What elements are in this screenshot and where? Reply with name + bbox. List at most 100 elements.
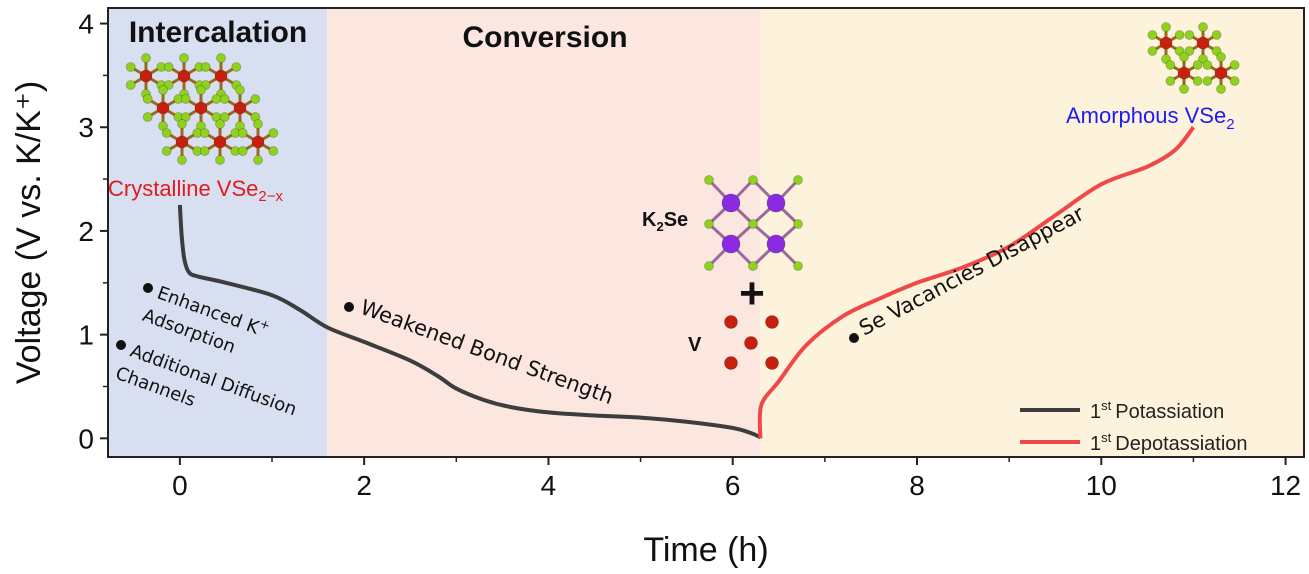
amorphous-unit-se-atom [1161, 22, 1171, 32]
crystalline-unit-v-atom [156, 101, 170, 115]
crystalline-unit-se-atom [219, 94, 230, 104]
k2se-se-atom [704, 261, 714, 271]
x-tick-label: 2 [356, 470, 372, 501]
crystalline-unit-se-atom [180, 94, 191, 104]
crystalline-unit-se-atom [161, 146, 172, 156]
crystalline-unit-se-atom [163, 62, 174, 72]
crystalline-unit-se-atom [253, 119, 263, 129]
crystalline-unit-se-atom [199, 146, 210, 156]
k2se-se-atom [748, 261, 758, 271]
crystalline-unit-se-atom [179, 53, 189, 63]
region-backgrounds [108, 8, 1304, 457]
k2se-label: K2Se [642, 209, 688, 234]
crystalline-unit-v-atom [194, 101, 208, 115]
bullet-additional [116, 340, 126, 350]
x-tick-label: 4 [541, 470, 557, 501]
v-metal-atom [724, 356, 738, 370]
crystalline-unit-se-atom [231, 62, 242, 72]
crystalline-unit-se-atom [199, 128, 210, 138]
k2se-se-atom [793, 175, 803, 185]
crystalline-unit-se-atom [235, 85, 245, 95]
amorphous-unit-se-atom [1192, 76, 1203, 86]
k2se-se-atom [793, 219, 803, 229]
amorphous-unit-se-atom [1202, 60, 1213, 70]
y-tick-label: 2 [78, 216, 94, 247]
amorphous-unit-se-atom [1179, 84, 1189, 94]
series-line-1 [757, 125, 1196, 439]
crystalline-unit-v-atom [214, 69, 228, 83]
crystalline-unit-se-atom [177, 119, 187, 129]
k2se-k-atom [766, 234, 786, 254]
k2se-se-atom [704, 219, 714, 229]
x-axis-label: Time (h) [643, 531, 768, 569]
crystal-structure-illustrations [125, 22, 1240, 370]
crystalline-unit-se-atom [211, 94, 222, 104]
crystalline-unit-se-atom [216, 53, 226, 63]
bullet-weakened [344, 302, 354, 312]
amorphous-unit-se-atom [1202, 76, 1213, 86]
amorphous-unit-se-atom [1229, 76, 1240, 86]
crystalline-unit-se-atom [215, 155, 225, 165]
amorphous-unit-se-atom [1192, 60, 1203, 70]
amorphous-unit-se-atom [1198, 22, 1208, 32]
amorphous-unit-se-atom [1165, 60, 1176, 70]
bullet-enhanced [143, 283, 153, 293]
region-title-intercalation: Intercalation [129, 16, 307, 49]
x-tick-label: 12 [1270, 470, 1301, 501]
crystalline-unit-se-atom [237, 146, 248, 156]
crystalline-unit-se-atom [125, 62, 136, 72]
y-tick-label: 1 [78, 320, 94, 351]
crystalline-unit-v-atom [139, 69, 153, 83]
region-title-conversion: Conversion [462, 21, 627, 54]
amorphous-unit-se-atom [1216, 84, 1226, 94]
amorphous-unit-se-atom [1229, 60, 1240, 70]
crystalline-unit-v-atom [175, 135, 189, 149]
crystalline-unit-v-atom [233, 101, 247, 115]
v-label: V [688, 334, 702, 356]
crystalline-unit-se-atom [253, 155, 263, 165]
k2se-se-atom [748, 219, 758, 229]
k2se-se-atom [704, 175, 714, 185]
y-axis-label: Voltage (V vs. K/K⁺) [10, 81, 48, 384]
k2se-k-atom [721, 193, 741, 213]
crystalline-unit-se-atom [268, 146, 279, 156]
amorphous-unit-se-atom [1216, 52, 1226, 62]
amorphous-unit-se-atom [1165, 76, 1176, 86]
amorphous-unit-v-atom [1214, 66, 1228, 80]
crystalline-unit-se-atom [215, 119, 225, 129]
amorphous-unit-v-atom [1159, 36, 1173, 50]
crystalline-unit-se-atom [268, 128, 279, 138]
v-metal-atom [765, 356, 779, 370]
amorphous-unit-v-atom [1196, 36, 1210, 50]
crystalline-unit-se-atom [250, 94, 261, 104]
crystalline-unit-se-atom [237, 128, 248, 138]
amorphous-label: Amorphous VSe2 [1066, 103, 1235, 133]
k2se-k-atom [766, 193, 786, 213]
amorphous-unit-se-atom [1184, 30, 1195, 40]
plot-frame [107, 7, 1305, 458]
crystalline-unit-se-atom [219, 112, 230, 122]
x-tick-label: 0 [172, 470, 188, 501]
crystalline-unit-v-atom [177, 69, 191, 83]
crystalline-unit-se-atom [161, 128, 172, 138]
x-tick-label: 6 [725, 470, 741, 501]
v-metal-atom [724, 315, 738, 329]
crystalline-unit-se-atom [200, 62, 211, 72]
bullet-se-vacancies [849, 333, 859, 343]
crystalline-unit-se-atom [142, 112, 153, 122]
y-tick-label: 0 [78, 423, 94, 454]
amorphous-unit-se-atom [1179, 52, 1189, 62]
crystalline-unit-se-atom [125, 80, 136, 90]
y-tick-label: 3 [78, 112, 94, 143]
x-tick-label: 10 [1086, 470, 1117, 501]
crystalline-unit-se-atom [158, 85, 168, 95]
amorphous-unit-se-atom [1211, 30, 1222, 40]
k2se-se-atom [748, 175, 758, 185]
region-1 [327, 8, 761, 457]
crystalline-unit-v-atom [213, 135, 227, 149]
amorphous-unit-se-atom [1184, 46, 1195, 56]
amorphous-unit-se-atom [1147, 46, 1158, 56]
